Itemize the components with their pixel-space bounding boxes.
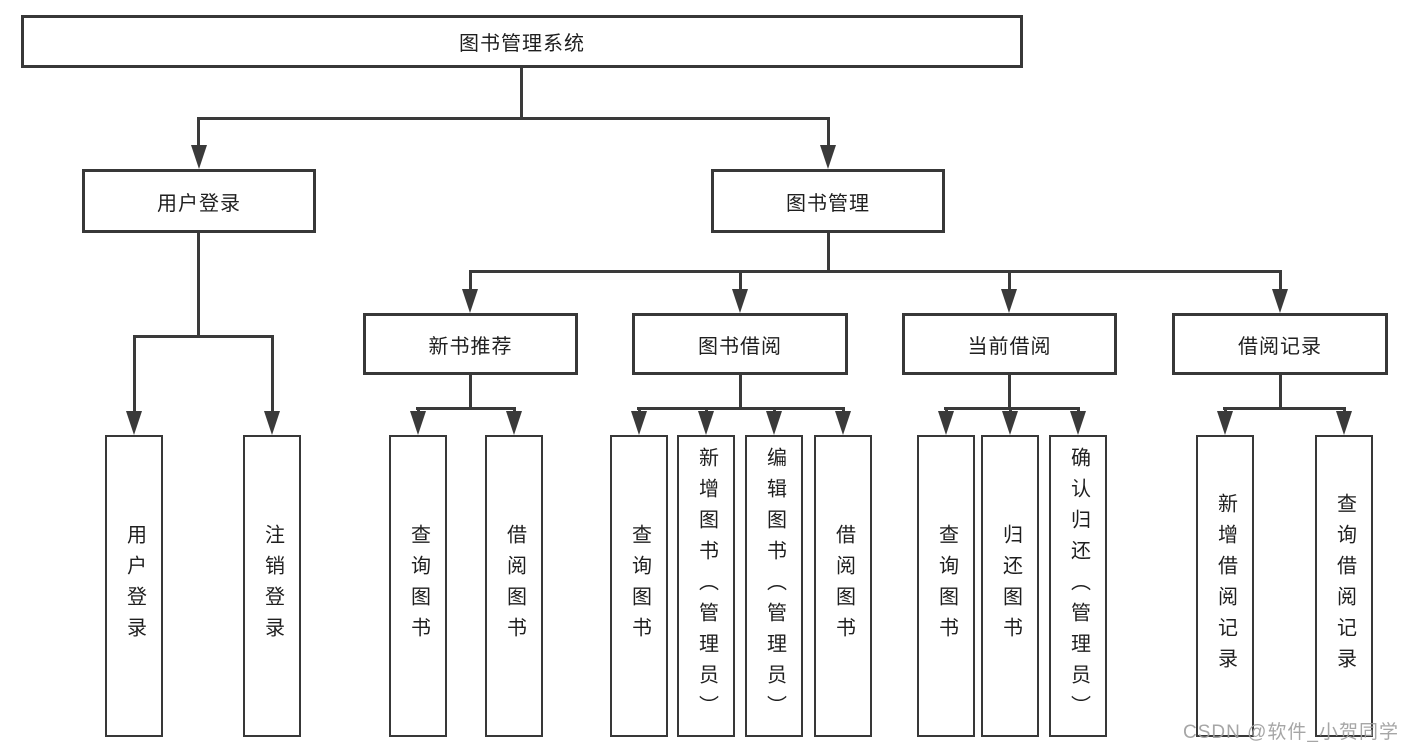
node-root-label: 图书管理系统 bbox=[459, 33, 585, 55]
connector-line bbox=[827, 117, 830, 149]
arrow-down-icon bbox=[1336, 411, 1352, 435]
connector-line bbox=[469, 270, 472, 291]
leaf-label: 确认归还（管理员） bbox=[1067, 446, 1090, 726]
node-new-book-recommendation: 新书推荐 bbox=[363, 313, 578, 375]
leaf-user-login: 用户登录 bbox=[105, 435, 163, 737]
arrow-down-icon bbox=[698, 411, 714, 435]
leaf-label: 编辑图书（管理员） bbox=[763, 446, 786, 726]
leaf-records-add-record: 新增借阅记录 bbox=[1196, 435, 1254, 737]
connector-line bbox=[739, 373, 742, 409]
leaf-label: 借阅图书 bbox=[832, 524, 855, 648]
leaf-borrow-add-book-admin: 新增图书（管理员） bbox=[677, 435, 735, 737]
leaf-label: 查询图书 bbox=[935, 524, 958, 648]
leaf-borrow-edit-book-admin: 编辑图书（管理员） bbox=[745, 435, 803, 737]
connector-line bbox=[197, 231, 200, 337]
arrow-down-icon bbox=[410, 411, 426, 435]
connector-line bbox=[469, 373, 472, 409]
arrow-down-icon bbox=[1001, 289, 1017, 313]
connector-line bbox=[133, 335, 136, 413]
arrow-down-icon bbox=[264, 411, 280, 435]
connector-line bbox=[469, 270, 1282, 273]
connector-line bbox=[416, 407, 516, 410]
arrow-down-icon bbox=[820, 145, 836, 169]
arrow-down-icon bbox=[1272, 289, 1288, 313]
leaf-label: 查询图书 bbox=[407, 524, 430, 648]
connector-line bbox=[1279, 373, 1282, 409]
connector-line bbox=[520, 66, 523, 120]
node-new-book-recommendation-label: 新书推荐 bbox=[428, 335, 513, 358]
leaf-label: 查询图书 bbox=[628, 524, 651, 648]
arrow-down-icon bbox=[126, 411, 142, 435]
connector-line bbox=[1008, 270, 1011, 291]
leaf-current-confirm-return-admin: 确认归还（管理员） bbox=[1049, 435, 1107, 737]
arrow-down-icon bbox=[191, 145, 207, 169]
node-current-borrowing: 当前借阅 bbox=[902, 313, 1117, 375]
node-root-system: 图书管理系统 bbox=[21, 15, 1023, 68]
arrow-down-icon bbox=[506, 411, 522, 435]
leaf-borrow-query-book: 查询图书 bbox=[610, 435, 668, 737]
arrow-down-icon bbox=[1070, 411, 1086, 435]
leaf-label: 查询借阅记录 bbox=[1333, 493, 1356, 679]
leaf-borrow-borrow-book: 借阅图书 bbox=[814, 435, 872, 737]
leaf-recommend-borrow-book: 借阅图书 bbox=[485, 435, 543, 737]
leaf-recommend-query-book: 查询图书 bbox=[389, 435, 447, 737]
connector-line bbox=[944, 407, 1080, 410]
node-borrowing-records: 借阅记录 bbox=[1172, 313, 1388, 375]
node-book-borrowing: 图书借阅 bbox=[632, 313, 848, 375]
node-book-management-label: 图书管理 bbox=[786, 192, 870, 215]
connector-line bbox=[1279, 270, 1282, 291]
connector-line bbox=[739, 270, 742, 291]
leaf-label: 归还图书 bbox=[999, 524, 1022, 648]
node-borrowing-records-label: 借阅记录 bbox=[1238, 335, 1322, 358]
leaf-logout: 注销登录 bbox=[243, 435, 301, 737]
connector-line bbox=[197, 117, 830, 120]
arrow-down-icon bbox=[1217, 411, 1233, 435]
connector-line bbox=[197, 117, 200, 149]
leaf-label: 用户登录 bbox=[123, 524, 146, 648]
node-current-borrowing-label: 当前借阅 bbox=[967, 335, 1052, 358]
leaf-records-query-record: 查询借阅记录 bbox=[1315, 435, 1373, 737]
arrow-down-icon bbox=[1002, 411, 1018, 435]
arrow-down-icon bbox=[938, 411, 954, 435]
connector-line bbox=[637, 407, 845, 410]
leaf-label: 借阅图书 bbox=[503, 524, 526, 648]
arrow-down-icon bbox=[631, 411, 647, 435]
csdn-watermark: CSDN @软件_小贺同学 bbox=[1183, 722, 1399, 743]
leaf-label: 注销登录 bbox=[261, 524, 284, 648]
node-user-login-label: 用户登录 bbox=[157, 192, 241, 215]
arrow-down-icon bbox=[835, 411, 851, 435]
leaf-label: 新增图书（管理员） bbox=[695, 446, 718, 726]
arrow-down-icon bbox=[462, 289, 478, 313]
arrow-down-icon bbox=[766, 411, 782, 435]
connector-line bbox=[271, 335, 274, 413]
connector-line bbox=[1008, 373, 1011, 409]
node-user-login: 用户登录 bbox=[82, 169, 316, 233]
connector-line bbox=[827, 231, 830, 272]
node-book-management: 图书管理 bbox=[711, 169, 945, 233]
leaf-current-query-book: 查询图书 bbox=[917, 435, 975, 737]
leaf-current-return-book: 归还图书 bbox=[981, 435, 1039, 737]
arrow-down-icon bbox=[732, 289, 748, 313]
node-book-borrowing-label: 图书借阅 bbox=[698, 335, 782, 358]
connector-line bbox=[1223, 407, 1346, 410]
connector-line bbox=[133, 335, 274, 338]
leaf-label: 新增借阅记录 bbox=[1214, 493, 1237, 679]
